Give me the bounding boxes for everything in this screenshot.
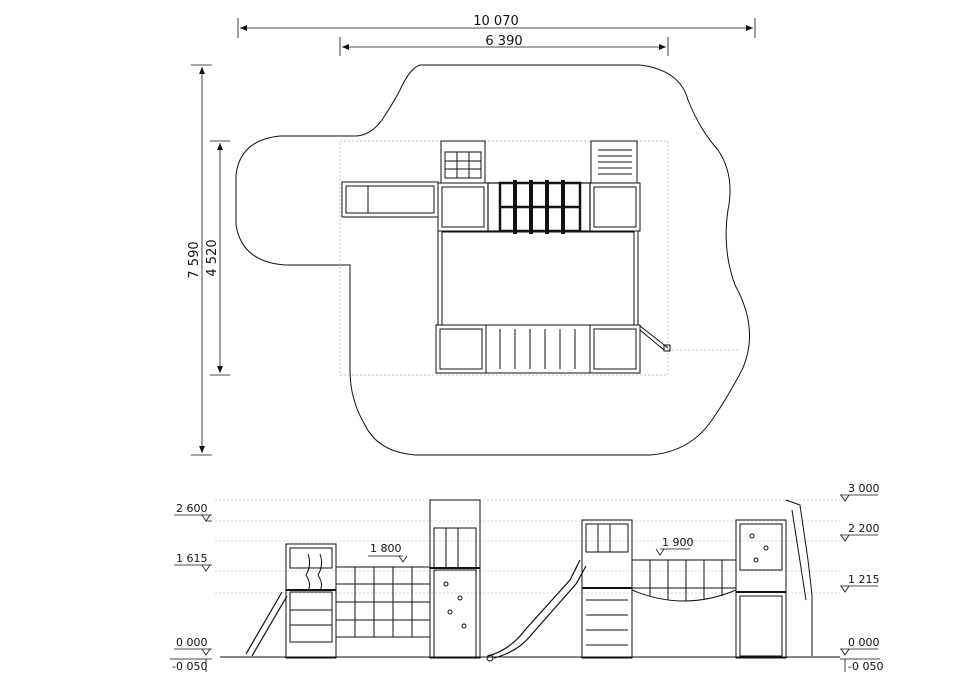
structure-width-label: 6 390 <box>485 34 522 49</box>
right-span-dimension: 1 900 <box>655 536 694 556</box>
level-right-0000: 0 000 <box>848 636 880 649</box>
plan-slide <box>341 181 439 218</box>
left-span-dimension: 1 800 <box>368 542 408 563</box>
level-right-2200: 2 200 <box>848 522 880 535</box>
level-left-0000: 0 000 <box>176 636 208 649</box>
elevation-right <box>486 499 813 662</box>
left-level-markers: 2 600 1 615 0 000 -0 050 <box>170 502 212 673</box>
level-left-minus-0050: -0 050 <box>172 660 207 673</box>
level-right-3000: 3 000 <box>848 482 880 495</box>
plan-view: 10 070 6 390 7 590 4 520 <box>187 14 756 456</box>
plan-bottom-deck <box>435 324 671 374</box>
structure-footprint <box>339 140 669 376</box>
plan-net-bridge <box>487 180 591 234</box>
plan-dimensions: 10 070 6 390 7 590 4 520 <box>187 14 756 456</box>
level-right-minus-0050: -0 050 <box>848 660 883 673</box>
plan-side-rails <box>437 231 639 325</box>
right-span-label: 1 900 <box>662 536 694 549</box>
left-span-label: 1 800 <box>370 542 402 555</box>
level-guides <box>215 499 840 594</box>
overall-width-label: 10 070 <box>473 14 519 29</box>
overall-depth-label: 7 590 <box>187 241 202 278</box>
level-right-1215: 1 215 <box>848 573 880 586</box>
plan-tower-left <box>437 140 489 232</box>
level-left-2600: 2 600 <box>176 502 208 515</box>
safety-zone-outline <box>235 64 751 456</box>
right-level-markers: 3 000 2 200 1 215 0 000 -0 050 <box>840 482 883 673</box>
level-left-1615: 1 615 <box>176 552 208 565</box>
elevation-left <box>245 499 481 659</box>
structure-depth-label: 4 520 <box>205 239 220 276</box>
plan-tower-right <box>589 140 641 232</box>
